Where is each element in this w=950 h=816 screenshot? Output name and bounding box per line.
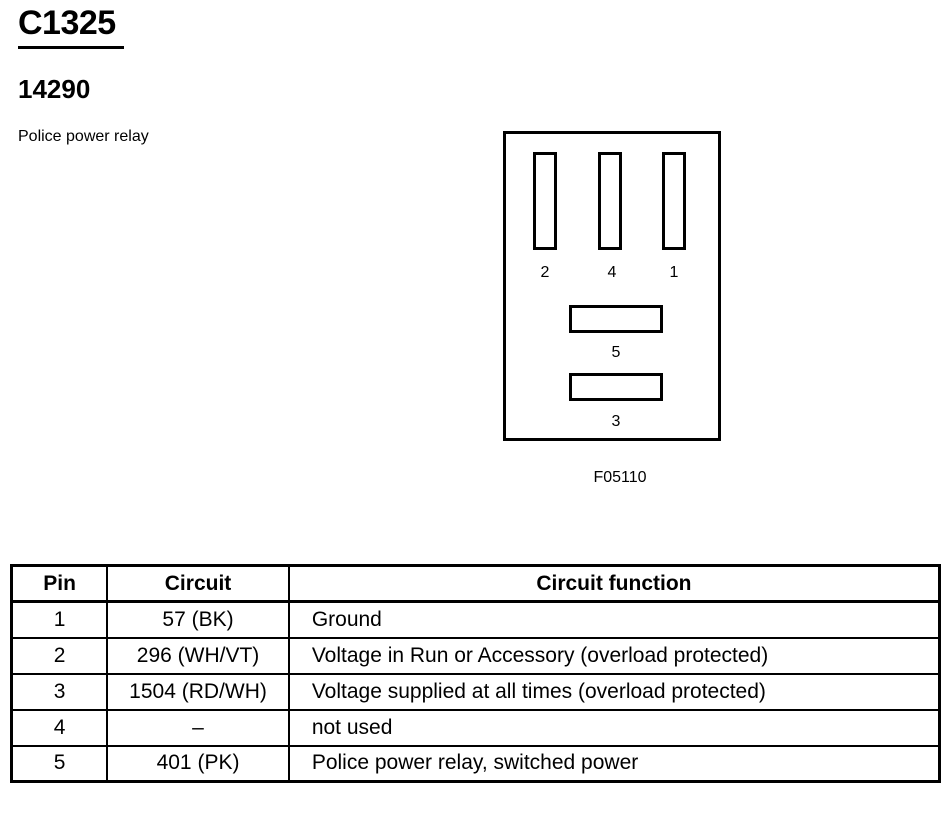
pin-cell: 4 bbox=[10, 708, 109, 747]
table-row: 1 57 (BK) Ground bbox=[10, 600, 941, 639]
function-cell: Voltage in Run or Accessory (overload pr… bbox=[287, 636, 941, 675]
column-header-circuit-function: Circuit function bbox=[287, 564, 941, 603]
pin-label-3: 3 bbox=[611, 413, 621, 430]
pin-label-2: 2 bbox=[540, 264, 550, 281]
circuit-cell: 296 (WH/VT) bbox=[106, 636, 290, 675]
terminal-slot-pin-4 bbox=[598, 152, 622, 250]
table-row: 5 401 (PK) Police power relay, switched … bbox=[10, 744, 941, 783]
connector-id: C1325 bbox=[18, 4, 116, 42]
table-row: 4 – not used bbox=[10, 708, 941, 747]
table-row: 3 1504 (RD/WH) Voltage supplied at all t… bbox=[10, 672, 941, 711]
terminal-slot-pin-2 bbox=[533, 152, 557, 250]
function-cell: Ground bbox=[287, 600, 941, 639]
function-cell: Voltage supplied at all times (overload … bbox=[287, 672, 941, 711]
component-description: Police power relay bbox=[18, 128, 149, 145]
pin-label-4: 4 bbox=[607, 264, 617, 281]
circuit-cell: 1504 (RD/WH) bbox=[106, 672, 290, 711]
column-header-pin: Pin bbox=[10, 564, 109, 603]
pinout-table: Pin Circuit Circuit function 1 57 (BK) G… bbox=[10, 564, 941, 783]
pin-cell: 2 bbox=[10, 636, 109, 675]
terminal-slot-pin-3 bbox=[569, 373, 663, 401]
circuit-cell: – bbox=[106, 708, 290, 747]
pin-cell: 1 bbox=[10, 600, 109, 639]
column-header-circuit: Circuit bbox=[106, 564, 290, 603]
pin-label-1: 1 bbox=[669, 264, 679, 281]
title-underline bbox=[18, 46, 124, 49]
function-cell: not used bbox=[287, 708, 941, 747]
pin-cell: 3 bbox=[10, 672, 109, 711]
part-number: 14290 bbox=[18, 74, 91, 104]
figure-id: F05110 bbox=[593, 469, 647, 486]
connector-face-outline bbox=[503, 131, 721, 441]
table-header-row: Pin Circuit Circuit function bbox=[10, 564, 941, 603]
terminal-slot-pin-5 bbox=[569, 305, 663, 333]
circuit-cell: 57 (BK) bbox=[106, 600, 290, 639]
pin-label-5: 5 bbox=[611, 344, 621, 361]
pin-cell: 5 bbox=[10, 744, 109, 783]
function-cell: Police power relay, switched power bbox=[287, 744, 941, 783]
table-row: 2 296 (WH/VT) Voltage in Run or Accessor… bbox=[10, 636, 941, 675]
terminal-slot-pin-1 bbox=[662, 152, 686, 250]
circuit-cell: 401 (PK) bbox=[106, 744, 290, 783]
